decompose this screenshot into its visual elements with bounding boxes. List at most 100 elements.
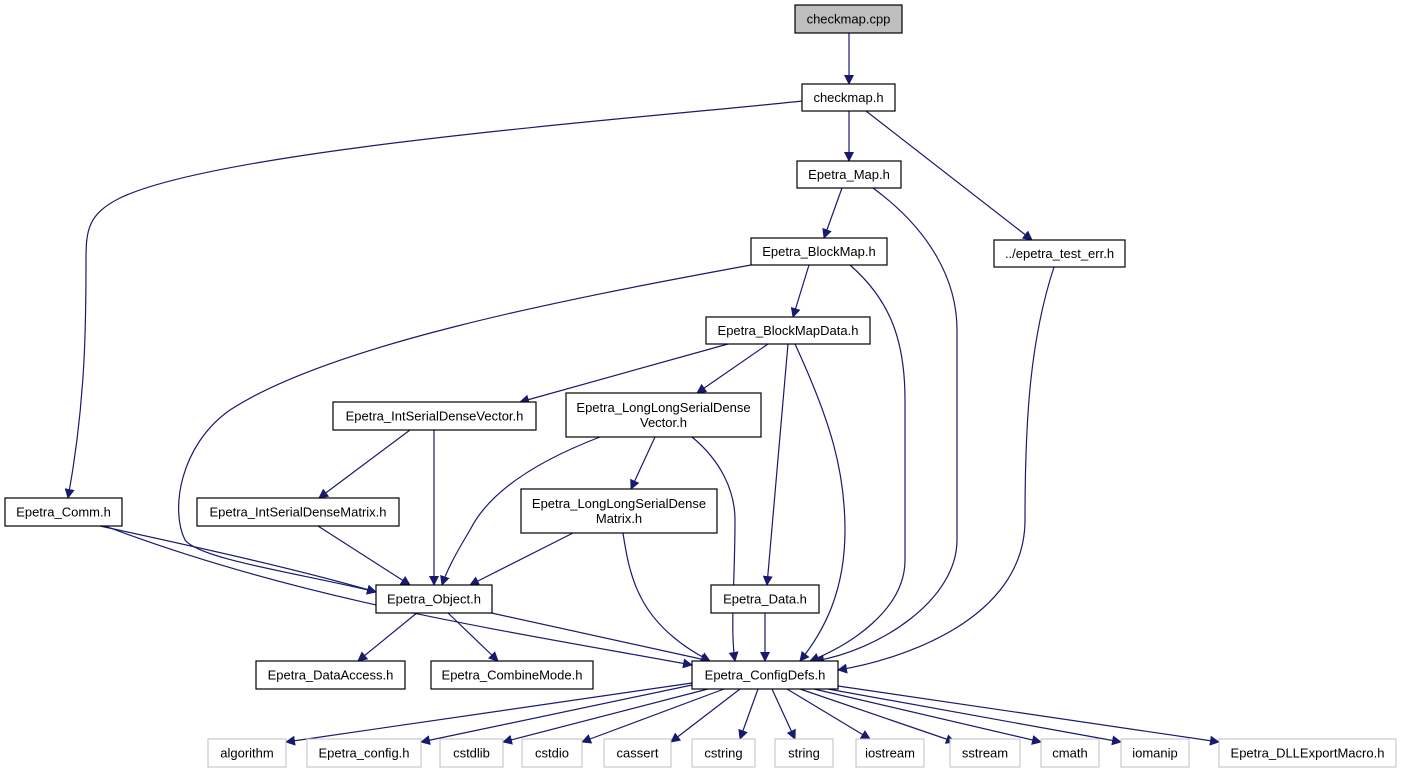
node-box	[705, 316, 871, 345]
node-label: string	[788, 746, 820, 761]
edge-test-err-to-configdefs	[837, 266, 1055, 674]
node-box	[255, 660, 406, 690]
node-map[interactable]: Epetra_Map.h	[796, 160, 902, 189]
node-box	[375, 584, 493, 614]
node-iostream: iostream	[855, 738, 925, 768]
node-label: iostream	[865, 746, 915, 761]
node-box	[710, 584, 820, 614]
node-box	[801, 83, 896, 112]
edge-isdv-to-isdm	[318, 429, 411, 499]
node-label: Epetra_DLLExportMacro.h	[1231, 746, 1385, 761]
edge-configdefs-to-string	[771, 688, 796, 740]
edge-configdefs-to-algorithm	[285, 682, 693, 746]
node-label: Epetra_BlockMapData.h	[718, 323, 859, 338]
node-label: Epetra_Object.h	[387, 592, 481, 607]
edge-blockmap-to-blockmapdata	[790, 264, 810, 318]
node-cmath: cmath	[1040, 738, 1100, 768]
node-label: Epetra_ConfigDefs.h	[705, 668, 826, 683]
node-box	[691, 660, 839, 690]
node-box	[691, 738, 756, 768]
edge-map-to-blockmap	[822, 187, 843, 239]
edge-checkmap-h-to-test-err	[865, 110, 1033, 241]
node-algorithm: algorithm	[207, 738, 287, 768]
edge-configdefs-to-cstdio	[581, 688, 725, 744]
node-box	[774, 738, 834, 768]
edge-configdefs-to-dllexport	[837, 685, 1220, 746]
node-box	[520, 488, 718, 534]
node-label: Matrix.h	[596, 511, 642, 526]
node-configdefs[interactable]: Epetra_ConfigDefs.h	[691, 660, 839, 690]
node-box	[750, 237, 888, 266]
edge-llsdv-to-object	[440, 436, 601, 586]
edge-configdefs-to-cstring	[738, 688, 759, 740]
edge-blockmap-to-configdefs	[809, 264, 906, 663]
node-box	[439, 738, 504, 768]
edge-llsdv-to-llsdm	[630, 436, 656, 490]
node-config: Epetra_config.h	[306, 738, 422, 768]
node-label: Epetra_IntSerialDenseVector.h	[346, 409, 524, 424]
node-box	[949, 738, 1021, 768]
node-iomanip: iomanip	[1120, 738, 1190, 768]
node-box	[332, 401, 537, 431]
node-blockmapdata[interactable]: Epetra_BlockMapData.h	[705, 316, 871, 345]
node-cstdio: cstdio	[521, 738, 583, 768]
node-label: cstdio	[535, 746, 569, 761]
node-isdv[interactable]: Epetra_IntSerialDenseVector.h	[332, 401, 537, 431]
node-combinemode[interactable]: Epetra_CombineMode.h	[430, 660, 594, 690]
node-label: iomanip	[1132, 746, 1178, 761]
node-box	[1120, 738, 1190, 768]
edge-comm-to-object	[99, 525, 377, 595]
node-checkmap-h[interactable]: checkmap.h	[801, 83, 896, 112]
node-box	[993, 239, 1126, 268]
edge-checkmap-h-to-comm	[64, 100, 804, 499]
edge-configdefs-to-iostream	[786, 688, 871, 740]
edge-object-to-combinemode	[446, 611, 499, 662]
node-label: cstdlib	[453, 746, 490, 761]
node-label: cassert	[617, 746, 659, 761]
node-object[interactable]: Epetra_Object.h	[375, 584, 493, 614]
node-checkmap-cpp[interactable]: checkmap.cpp	[794, 4, 903, 34]
node-label: Epetra_Comm.h	[16, 505, 111, 520]
edge-isdm-to-object	[317, 525, 411, 586]
node-label: Epetra_LongLongSerialDense	[532, 496, 706, 511]
node-data[interactable]: Epetra_Data.h	[710, 584, 820, 614]
node-label: sstream	[962, 746, 1008, 761]
edge-configdefs-to-cassert	[670, 688, 741, 743]
node-label: Epetra_Data.h	[723, 592, 807, 607]
edge-llsdm-to-configdefs	[622, 532, 711, 662]
edge-blockmapdata-to-configdefs	[794, 343, 846, 662]
node-label: Vector.h	[640, 415, 687, 430]
node-box	[306, 738, 422, 768]
node-box	[1040, 738, 1100, 768]
node-box	[430, 660, 594, 690]
edge-blockmapdata-to-llsdv	[696, 343, 769, 394]
node-box	[196, 497, 400, 527]
node-label: ../epetra_test_err.h	[1005, 246, 1114, 261]
edge-object-to-configdefs	[486, 611, 711, 664]
node-dllexport: Epetra_DLLExportMacro.h	[1218, 738, 1397, 768]
node-label: Epetra_Map.h	[808, 167, 890, 182]
node-comm[interactable]: Epetra_Comm.h	[4, 497, 123, 527]
node-label: cmath	[1052, 746, 1087, 761]
edge-map-to-configdefs	[814, 187, 958, 665]
node-cstring: cstring	[691, 738, 756, 768]
edge-object-to-dataaccess	[357, 611, 419, 662]
edge-blockmap-to-object	[178, 264, 752, 595]
edge-llsdm-to-object	[469, 532, 574, 586]
node-label: Epetra_CombineMode.h	[442, 668, 583, 683]
edge-llsdv-to-configdefs	[691, 436, 739, 662]
node-label: checkmap.cpp	[807, 12, 891, 27]
node-blockmap[interactable]: Epetra_BlockMap.h	[750, 237, 888, 266]
node-label: Epetra_DataAccess.h	[268, 668, 394, 683]
node-box	[207, 738, 287, 768]
node-cassert: cassert	[603, 738, 672, 768]
node-sstream: sstream	[949, 738, 1021, 768]
node-label: Epetra_BlockMap.h	[762, 244, 875, 259]
node-dataaccess[interactable]: Epetra_DataAccess.h	[255, 660, 406, 690]
node-label: Epetra_IntSerialDenseMatrix.h	[209, 505, 386, 520]
node-test-err[interactable]: ../epetra_test_err.h	[993, 239, 1126, 268]
node-isdm[interactable]: Epetra_IntSerialDenseMatrix.h	[196, 497, 400, 527]
